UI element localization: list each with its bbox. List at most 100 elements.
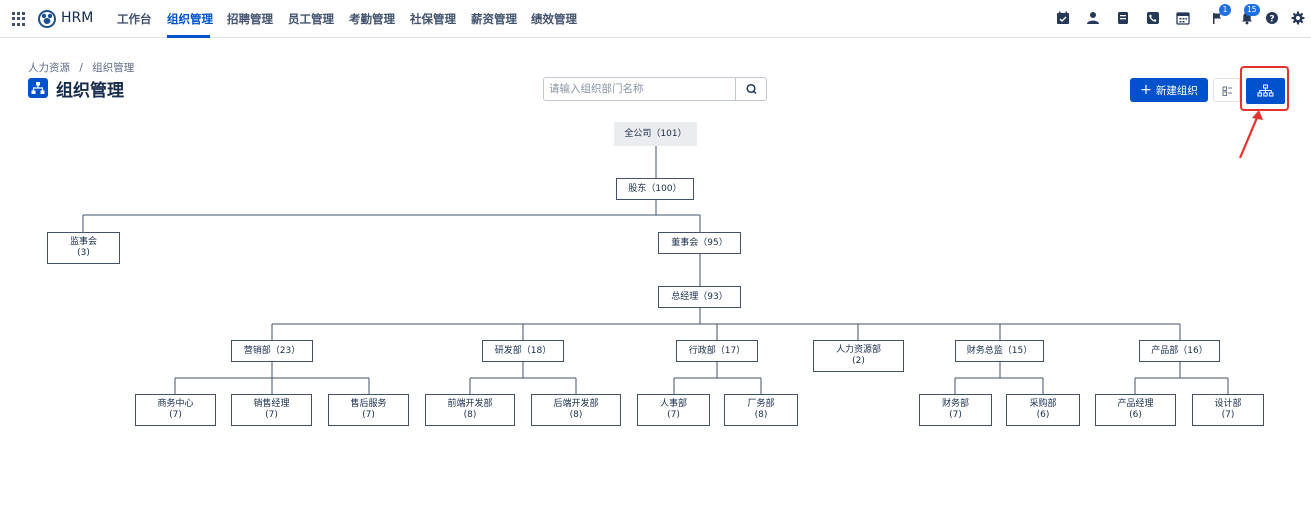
org-node-count: (2)	[852, 356, 865, 366]
nav-tab-attendance[interactable]: 考勤管理	[349, 12, 395, 26]
breadcrumb-parent[interactable]: 人力资源	[28, 62, 70, 74]
calendar-icon[interactable]	[1176, 11, 1190, 25]
org-node-label: 股东（100）	[628, 183, 682, 194]
new-org-label: 新建组织	[1155, 85, 1198, 97]
top-nav: HRM 工作台 组织管理 招聘管理 员工管理 考勤管理 社保管理 薪资管理 绩效…	[0, 0, 1311, 38]
org-node-label: 董事会（95）	[671, 237, 728, 248]
annotation-highlight	[1240, 66, 1289, 111]
settings-icon[interactable]	[1291, 11, 1305, 25]
org-node-label: 前端开发部	[447, 399, 493, 409]
nav-tab-recruitment[interactable]: 招聘管理	[227, 12, 273, 26]
org-node-shareholders[interactable]: 股东（100）	[616, 178, 694, 200]
search-input[interactable]	[544, 78, 735, 100]
org-node-count: (6)	[1129, 410, 1142, 420]
bell-badge: 15	[1244, 4, 1260, 16]
nav-tab-org-management[interactable]: 组织管理	[167, 12, 213, 26]
list-view-button[interactable]	[1213, 78, 1240, 102]
org-node-hr[interactable]: 人力资源部(2)	[813, 340, 904, 372]
org-node-label: 财务总监（15）	[966, 345, 1033, 356]
plus-icon: +	[1140, 82, 1152, 98]
org-node-label: 全公司（101）	[624, 128, 687, 139]
org-node-count: (7)	[169, 410, 182, 420]
org-node-frontend[interactable]: 前端开发部(8)	[425, 394, 515, 426]
app-grid-icon[interactable]	[12, 12, 26, 26]
search-button[interactable]	[735, 78, 766, 100]
nav-tab-workbench[interactable]: 工作台	[117, 12, 152, 26]
org-node-general-manager[interactable]: 总经理（93）	[658, 286, 741, 308]
phone-icon[interactable]	[1146, 11, 1160, 25]
org-node-company[interactable]: 全公司（101）	[614, 122, 697, 146]
svg-text:?: ?	[1269, 14, 1274, 24]
org-node-label: 财务部	[941, 399, 969, 409]
org-node-label: 产品经理	[1117, 399, 1154, 409]
breadcrumb-current: 组织管理	[92, 62, 135, 74]
nav-tab-employees[interactable]: 员工管理	[288, 12, 334, 26]
breadcrumb-separator: /	[79, 62, 83, 74]
org-node-label: 营销部（23）	[243, 345, 301, 356]
org-node-count: (8)	[754, 410, 768, 420]
org-node-marketing[interactable]: 营销部（23）	[231, 340, 313, 362]
org-node-label: 人力资源部	[835, 345, 881, 355]
org-node-design[interactable]: 设计部(7)	[1192, 394, 1264, 426]
org-node-count: (7)	[362, 410, 375, 420]
org-node-cfo[interactable]: 财务总监（15）	[955, 340, 1044, 362]
page-title: 组织管理	[56, 81, 124, 101]
org-node-label: 行政部（17）	[688, 345, 746, 356]
org-node-count: (6)	[1036, 410, 1050, 420]
user-icon[interactable]	[1086, 11, 1100, 25]
org-node-product-manager[interactable]: 产品经理(6)	[1095, 394, 1176, 426]
org-node-count: (7)	[1221, 410, 1235, 420]
org-node-personnel[interactable]: 人事部(7)	[637, 394, 710, 426]
org-node-business-center[interactable]: 商务中心(7)	[135, 394, 216, 426]
flag-icon[interactable]	[1210, 11, 1224, 25]
org-node-label: 商务中心	[157, 399, 194, 409]
org-node-label: 厂务部	[747, 399, 775, 409]
active-tab-indicator	[167, 35, 210, 38]
org-tree-icon	[1257, 84, 1274, 97]
org-node-label: 售后服务	[350, 399, 387, 409]
org-node-label: 后端开发部	[553, 399, 599, 409]
search-box	[543, 77, 767, 101]
org-node-count: (3)	[77, 248, 90, 258]
org-node-after-sales[interactable]: 售后服务(7)	[328, 394, 409, 426]
nav-tab-performance[interactable]: 绩效管理	[531, 12, 577, 26]
org-node-count: (7)	[667, 410, 680, 420]
list-view-icon	[1222, 86, 1232, 96]
flag-badge: 1	[1219, 4, 1231, 16]
org-node-label: 销售经理	[253, 399, 290, 409]
org-node-label: 人事部	[659, 399, 687, 409]
org-node-supervisors[interactable]: 监事会(3)	[47, 232, 120, 264]
tree-view-button[interactable]	[1246, 78, 1285, 104]
annotation-arrow-icon	[1238, 110, 1263, 159]
org-node-board[interactable]: 董事会（95）	[658, 232, 741, 254]
help-icon[interactable]: ?	[1265, 11, 1279, 25]
document-icon[interactable]	[1116, 11, 1130, 25]
logo-icon[interactable]	[37, 9, 57, 29]
org-node-finance[interactable]: 财务部(7)	[919, 394, 992, 426]
org-node-count: (7)	[949, 410, 962, 420]
app-name: HRM	[61, 10, 94, 26]
calendar-check-icon[interactable]	[1056, 11, 1070, 25]
breadcrumb: 人力资源 / 组织管理	[28, 60, 134, 75]
org-node-product[interactable]: 产品部（16）	[1139, 340, 1220, 362]
org-node-count: (8)	[569, 410, 583, 420]
org-node-count: (8)	[463, 410, 477, 420]
org-node-sales-manager[interactable]: 销售经理(7)	[231, 394, 312, 426]
org-node-label: 采购部	[1029, 399, 1057, 409]
nav-tab-social-security[interactable]: 社保管理	[410, 12, 456, 26]
org-chart-icon	[28, 78, 48, 98]
new-org-button[interactable]: +新建组织	[1130, 78, 1208, 102]
org-node-rnd[interactable]: 研发部（18）	[482, 340, 564, 362]
nav-tab-salary[interactable]: 薪资管理	[471, 12, 517, 26]
org-node-purchasing[interactable]: 采购部(6)	[1006, 394, 1080, 426]
org-node-admin[interactable]: 行政部（17）	[676, 340, 758, 362]
org-node-facilities[interactable]: 厂务部(8)	[724, 394, 798, 426]
org-node-label: 研发部（18）	[494, 345, 552, 356]
org-node-label: 设计部	[1214, 399, 1242, 409]
org-node-label: 总经理（93）	[671, 291, 728, 302]
org-node-label: 产品部（16）	[1151, 345, 1208, 356]
org-node-backend[interactable]: 后端开发部(8)	[531, 394, 621, 426]
org-node-label: 监事会	[69, 237, 97, 247]
org-node-count: (7)	[265, 410, 278, 420]
search-icon	[746, 83, 757, 95]
